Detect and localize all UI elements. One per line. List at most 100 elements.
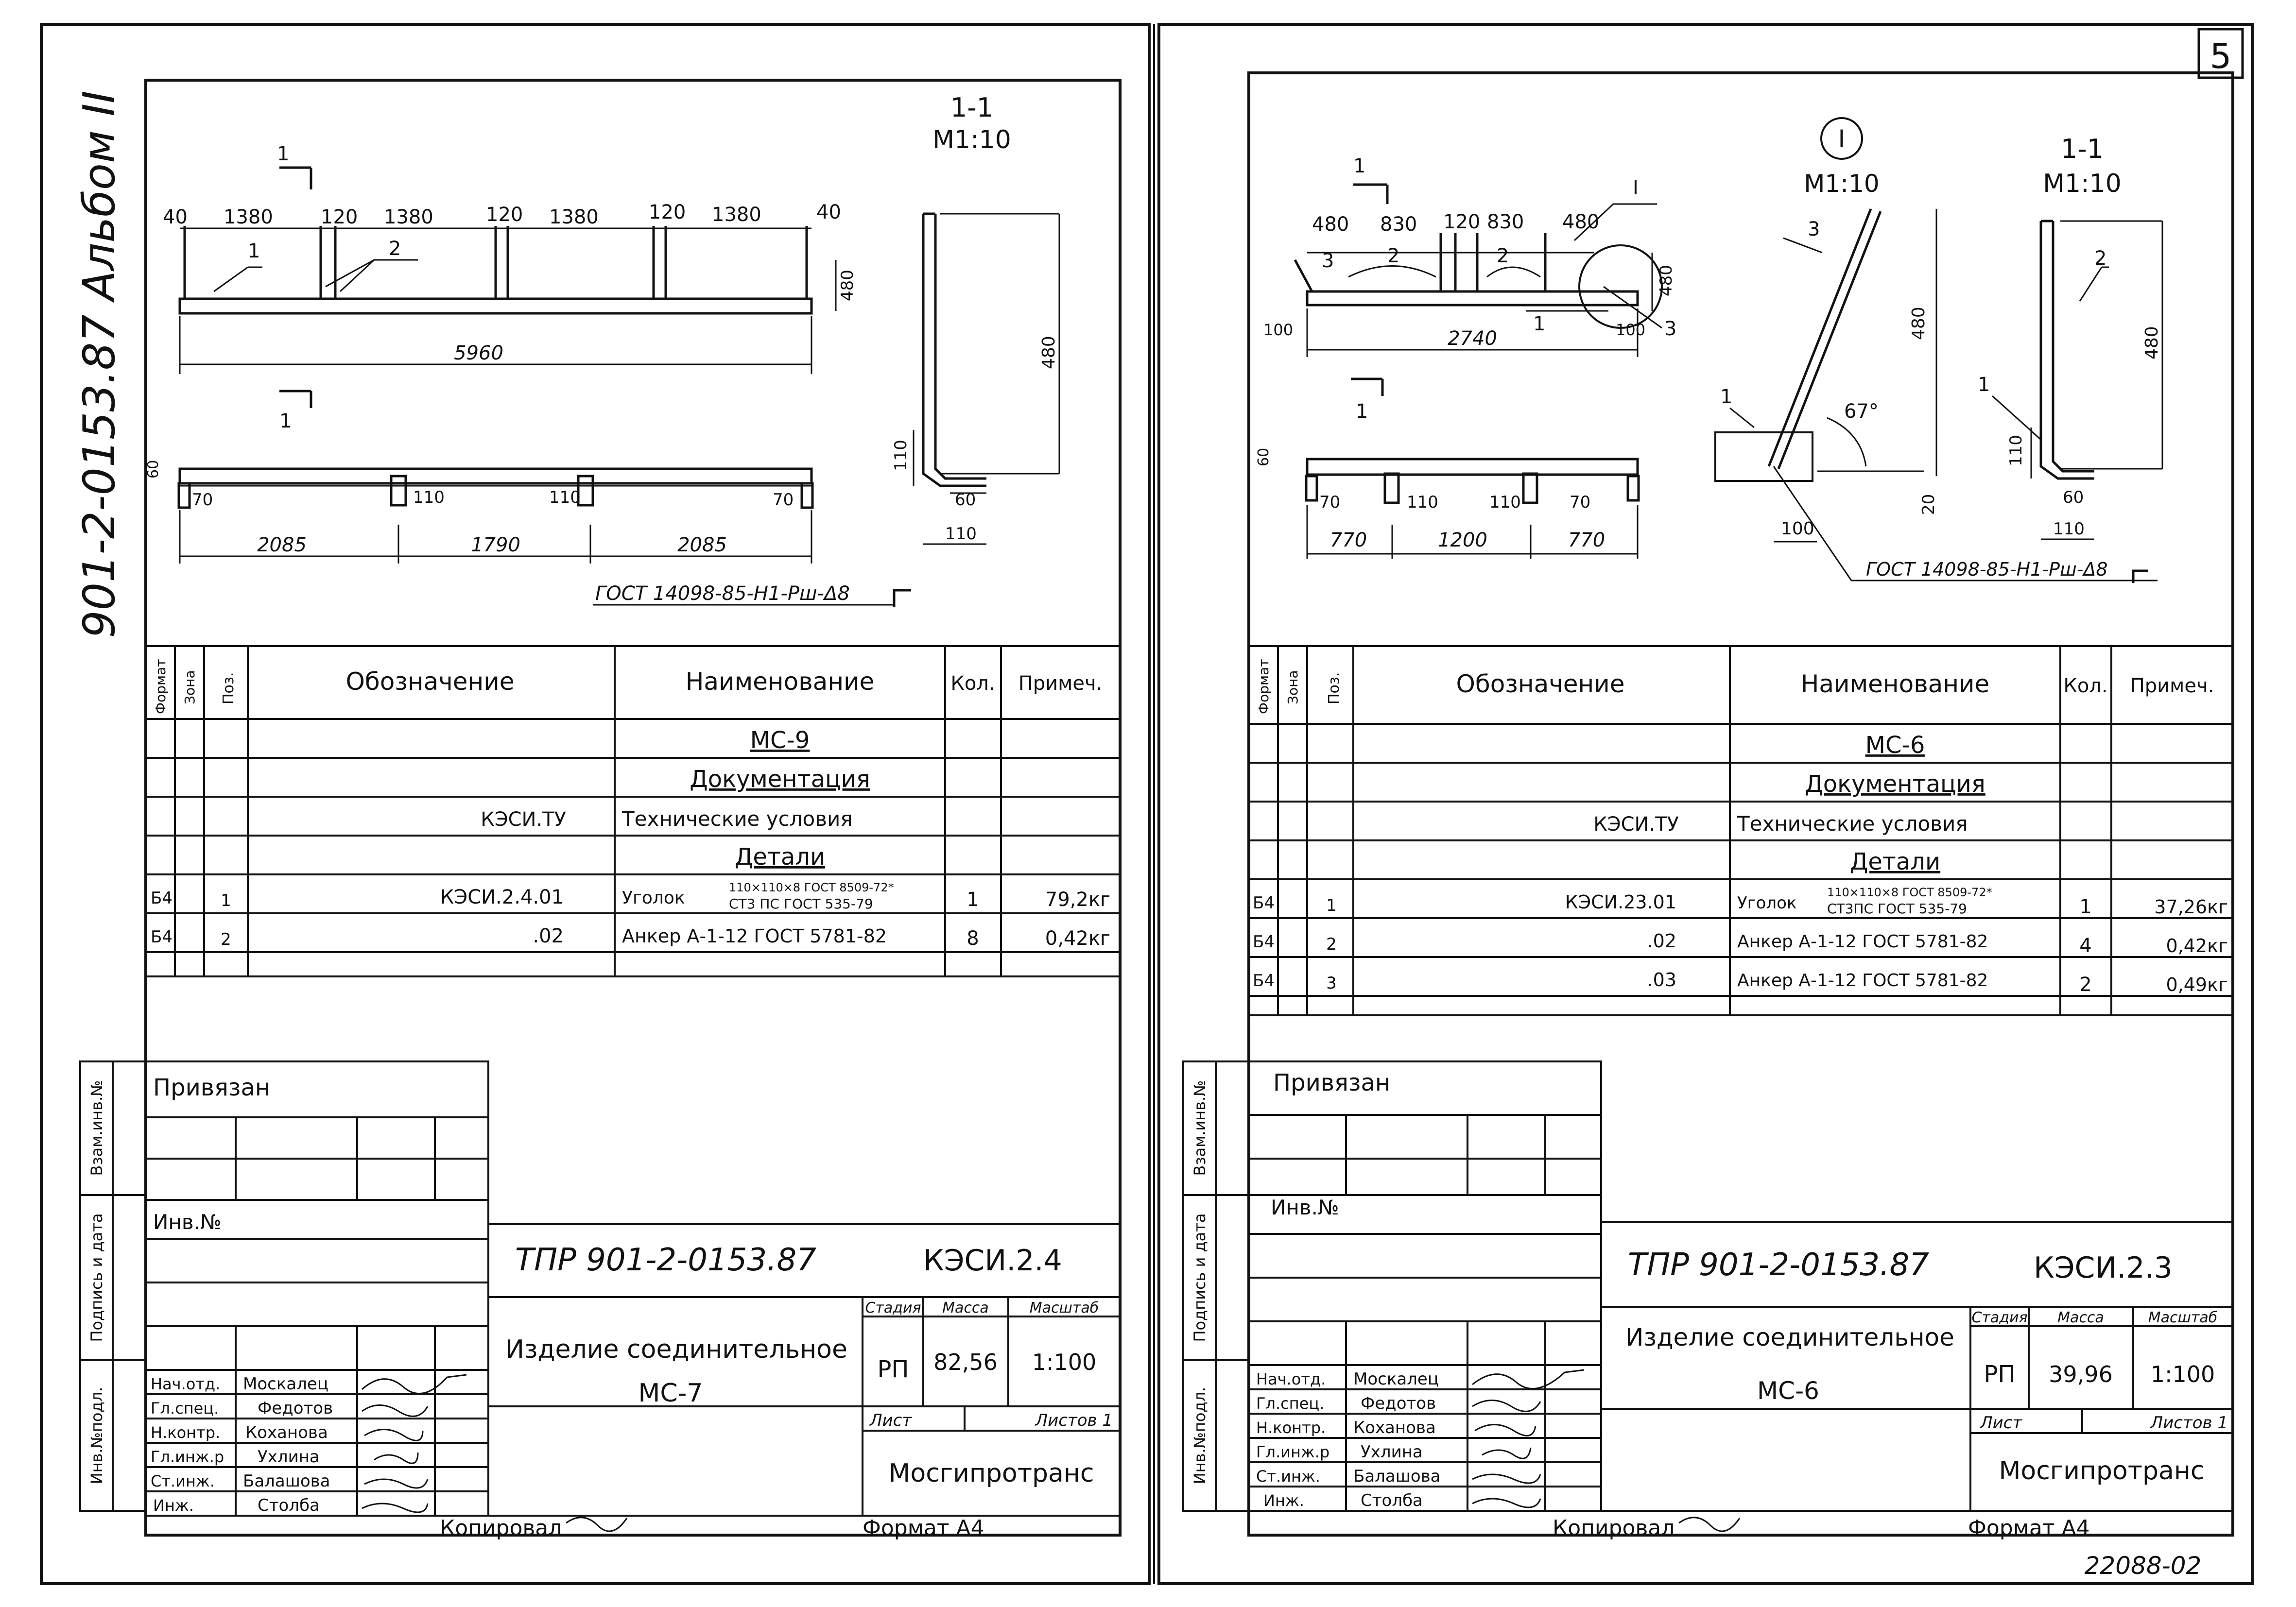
left-sig-name-5: Балашова [243,1471,330,1491]
left-spec-row1-format: Б4 [151,889,173,908]
right-item-mark: МС-6 [1757,1377,1819,1405]
left-section-title: 1-1 [950,92,993,123]
left-spec-header-qty: Кол. [950,672,995,695]
left-project: ТПР 901-2-0153.87 [515,1242,816,1278]
left-spec-section-docs: Документация [690,766,870,793]
right-company: Мосгипротранс [1999,1456,2205,1486]
right-spec-section-docs: Документация [1805,770,1985,798]
right-spec-row3-note: 0,49кг [2166,974,2228,995]
left-item-mark: МС-7 [638,1379,703,1408]
right-plan-dim-4: 70 [1570,493,1590,512]
left-dim-top-3: 120 [321,206,358,228]
stamp-label-podpis-right: Подпись и дата [1191,1213,1209,1342]
right-spec-row3-format: Б4 [1253,971,1275,991]
right-sig-role-2: Гл.спец. [1256,1394,1324,1413]
right-section-callout-1: 1 [1978,374,1990,396]
left-spec-section-parts: Детали [735,843,825,871]
left-privyazan: Привязан [153,1074,270,1101]
right-height-small: 480 [1657,265,1676,296]
left-plan-dim-3: 110 [549,488,581,507]
right-spec-header-note: Примеч. [2130,675,2214,697]
left-spec-header-name: Наименование [686,667,875,696]
right-sig-name-3: Коханова [1353,1418,1436,1437]
left-spec-row1-name-bottom: СТ3 ПС ГОСТ 535-79 [729,896,873,912]
left-sig-role-4: Гл.инж.р [151,1448,224,1466]
page-number: 5 [2210,36,2232,76]
left-sig-name-1: Москалец [243,1374,328,1394]
right-scale-label: Масштаб [2148,1309,2218,1326]
right-stage: РП [1984,1361,2015,1388]
left-sig-role-6: Инж. [153,1496,194,1515]
left-bottom-dim-2: 1790 [471,534,520,556]
left-company: Мосгипротранс [889,1459,1094,1488]
right-spec-header-name: Наименование [1801,670,1990,698]
album-label: 901-2-0153.87 Альбом II [74,90,125,638]
right-spec-header-qty: Кол. [2063,675,2107,697]
right-callout-2a: 2 [1387,245,1399,267]
left-dim-top-1: 40 [163,206,188,228]
right-section-scale: М1:10 [2043,169,2122,198]
left-section-foot: 60 [955,490,976,510]
left-sig-name-3: Коханова [245,1423,328,1442]
right-section-height: 480 [2142,326,2162,359]
right-spec-header-format: Формат [1256,659,1272,714]
left-sig-role-1: Нач.отд. [151,1375,220,1393]
right-mass-label: Масса [2057,1309,2104,1326]
stamp-label-vzam: Взам.инв.№ [87,1080,106,1176]
right-spec-tu-name: Технические условия [1737,812,1968,836]
right-gost-note: ГОСТ 14098-85-Н1-Рш-Δ8 [1866,559,2108,580]
right-detail-scale: М1:10 [1804,170,1879,198]
right-right-offset: 100 [1616,321,1645,339]
right-callout-2b: 2 [1497,245,1509,267]
left-spec-row2-qty: 8 [967,927,979,950]
left-copied: Копировал [440,1516,562,1540]
right-detail-mark: I [1838,125,1846,153]
right-detail-bottom: 20 [1919,494,1938,515]
right-spec-header-designation: Обозначение [1456,670,1625,698]
right-section-mark-bottom: 1 [1356,400,1368,423]
left-spec-row2-name: Анкер А-1-12 ГОСТ 5781-82 [622,925,887,947]
left-spec-header-zone: Зона [182,670,198,704]
right-privyazan: Привязан [1273,1069,1390,1096]
right-section-leg: 110 [2006,435,2026,466]
right-spec-row2-note: 0,42кг [2166,935,2228,957]
left-spec-row1-pos: 1 [221,891,231,910]
left-inv-no: Инв.№ [153,1210,222,1234]
right-bottom-dim-2: 1200 [1438,529,1487,551]
right-section-foot: 60 [2063,488,2084,507]
right-detail-callout: I [1633,177,1639,199]
right-item-name: Изделие соединительное [1625,1323,1954,1351]
right-dim-top-1: 480 [1312,213,1349,236]
left-signature-scribbles [362,1374,628,1532]
right-spec-row2-qty: 4 [2079,935,2091,957]
left-format: Формат А4 [863,1516,984,1540]
left-dim-top-7: 120 [649,201,686,223]
left-callout-1: 1 [248,240,260,262]
right-sheets: Листов 1 [2150,1413,2228,1433]
left-spec-tu-designation: КЭСИ.ТУ [481,808,566,831]
left-code: КЭСИ.2.4 [923,1244,1062,1278]
right-spec-header-zone: Зона [1285,670,1301,704]
right-spec-row2-designation: .02 [1647,930,1676,952]
right-callout-3a: 3 [1322,250,1334,272]
right-plan-dim-2: 110 [1407,493,1438,512]
left-item-name: Изделие соединительное [505,1335,847,1364]
left-sig-role-3: Н.контр. [151,1423,220,1442]
left-height-small: 480 [838,270,857,301]
left-section-height: 480 [1039,336,1059,369]
stamp-label-podpis: Подпись и дата [87,1213,106,1342]
left-spec-row2-note: 0,42кг [1045,927,1110,950]
right-spec-section-parts: Детали [1850,848,1940,875]
right-sig-name-2: Федотов [1361,1394,1436,1413]
left-sig-role-5: Ст.инж. [151,1472,215,1490]
right-title-block: Привязан Инв.№ Нач.отд. Москалец Гл.спец… [1248,1060,2234,1540]
right-drawing: 1 1 480 830 120 830 480 3 2 2 I 1 3 480 … [1255,117,2163,583]
right-spec-row1-format: Б4 [1253,893,1275,913]
right-dim-top-2: 830 [1380,213,1417,236]
left-plan-dim-4: 70 [773,490,794,510]
left-spec-row2-format: Б4 [151,927,173,947]
left-spec-row1-name-top: 110×110×8 ГОСТ 8509-72* [729,881,894,894]
left-spec-row1-name: Уголок [622,888,685,908]
left-stage: РП [877,1356,909,1383]
left-spec-row1-qty: 1 [967,889,979,911]
